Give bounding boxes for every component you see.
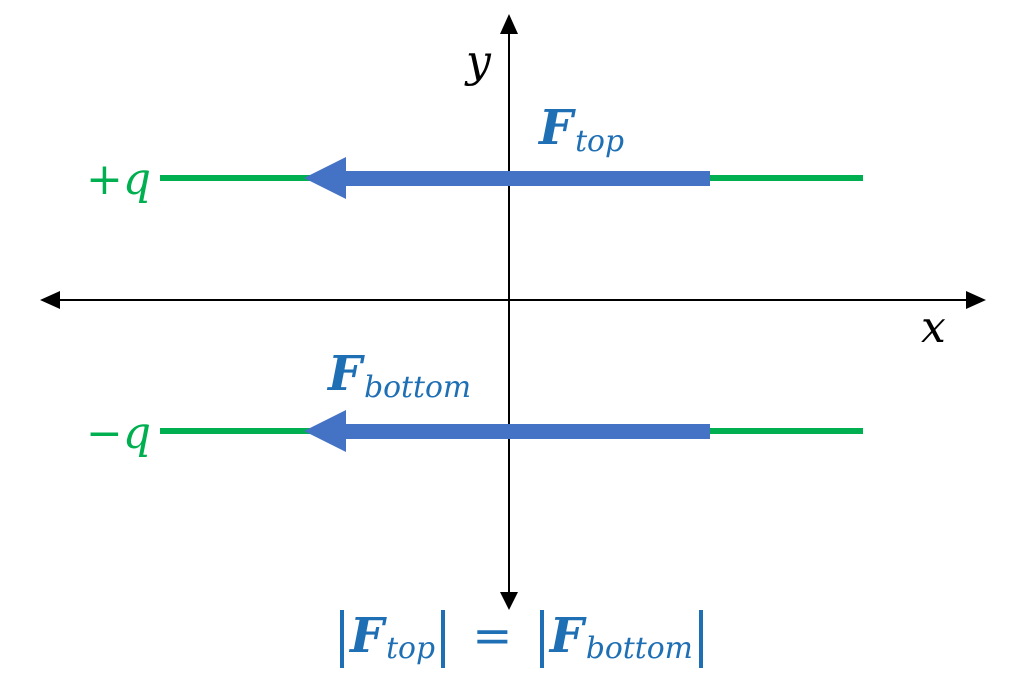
bottom-force-subscript: bottom xyxy=(364,369,472,405)
top-force-symbol: F xyxy=(539,100,574,156)
abs-bar-left-2 xyxy=(539,610,544,668)
bottom-force-symbol: F xyxy=(328,346,363,402)
magnitude-equation: Ftop = Fbottom xyxy=(340,610,703,668)
bottom-force-arrowhead xyxy=(304,410,346,452)
y-axis-top-arrowhead xyxy=(500,14,518,34)
equation-rhs-subscript: bottom xyxy=(585,631,693,667)
abs-bar-right-1 xyxy=(441,610,445,668)
x-axis-label: x xyxy=(921,302,946,353)
top-force-arrowhead xyxy=(304,157,346,199)
top-force-arrow-shaft xyxy=(340,171,710,186)
y-axis-label: y xyxy=(466,36,491,87)
equation-lhs-symbol: F xyxy=(350,607,385,664)
equation-equals: = xyxy=(472,607,513,664)
equation-rhs-symbol: F xyxy=(549,607,584,664)
top-force-subscript: top xyxy=(575,123,624,159)
x-axis-left-arrowhead xyxy=(40,291,60,309)
bottom-force-label: Fbottom xyxy=(328,350,471,402)
bottom-charge-label: −q xyxy=(86,408,152,459)
y-axis-bottom-arrowhead xyxy=(500,592,518,610)
top-charge-label: +q xyxy=(86,154,152,205)
bottom-force-arrow-shaft xyxy=(340,424,710,439)
x-axis-right-arrowhead xyxy=(966,291,986,309)
abs-bar-right-2 xyxy=(698,610,703,668)
top-force-label: Ftop xyxy=(539,104,624,156)
abs-bar-left-1 xyxy=(340,610,344,668)
equation-lhs-subscript: top xyxy=(386,631,435,667)
